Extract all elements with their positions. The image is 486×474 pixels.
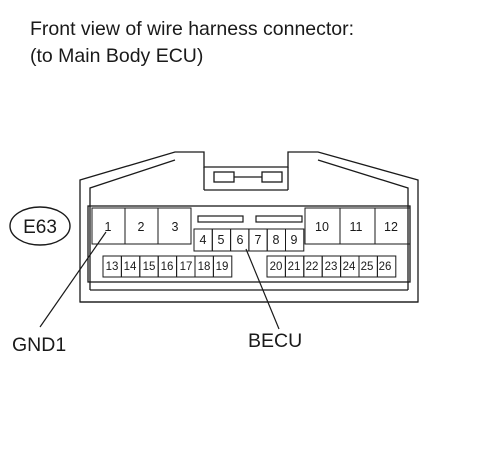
pin-cell-bottom-left-7 <box>212 255 233 278</box>
callout-lines <box>39 231 280 330</box>
becu-leader-line <box>245 248 280 330</box>
caption-line-1: Front view of wire harness connector: <box>30 18 355 40</box>
callout-becu: BECU <box>248 330 302 352</box>
pin-label-11: 11 <box>350 220 363 234</box>
pin-label-5: 5 <box>218 233 225 247</box>
pin-label-13: 13 <box>106 261 119 273</box>
connector-id: E63 <box>23 217 57 238</box>
pin-label-15: 15 <box>143 261 156 273</box>
pin-label-7: 7 <box>255 233 262 247</box>
pin-label-19: 19 <box>216 261 229 273</box>
caption-line-2: (to Main Body ECU) <box>30 45 204 67</box>
pin-cells <box>91 207 411 278</box>
connector-id-badge: E63 <box>9 206 71 246</box>
gnd1-leader-line <box>39 231 107 328</box>
pin-label-9: 9 <box>291 233 298 247</box>
pin-label-18: 18 <box>198 261 211 273</box>
keying-slots <box>197 215 303 223</box>
pin-label-25: 25 <box>361 261 374 273</box>
pin-cell-top-right-3 <box>374 207 411 245</box>
pin-label-26: 26 <box>379 261 392 273</box>
pin-cell-top-left-3 <box>157 207 192 245</box>
pin-label-8: 8 <box>273 233 280 247</box>
pin-label-6: 6 <box>237 233 244 247</box>
pin-cell-bottom-right-7 <box>376 255 397 278</box>
pin-label-14: 14 <box>124 261 137 273</box>
pin-label-12: 12 <box>384 220 398 234</box>
pin-label-2: 2 <box>138 220 145 234</box>
pin-cell-top-mid-6 <box>285 228 305 252</box>
pin-label-16: 16 <box>161 261 174 273</box>
pin-label-3: 3 <box>172 220 179 234</box>
pin-label-22: 22 <box>306 261 319 273</box>
connector-housing <box>79 151 419 303</box>
pin-label-10: 10 <box>315 220 329 234</box>
pin-label-21: 21 <box>288 261 301 273</box>
pin-label-4: 4 <box>200 233 207 247</box>
pin-label-20: 20 <box>270 261 283 273</box>
pin-label-24: 24 <box>343 261 356 273</box>
pin-labels: 1 2 3 4 5 6 7 8 9 10 11 12 13 14 15 16 1… <box>105 220 398 273</box>
pin-label-17: 17 <box>180 261 193 273</box>
pin-label-23: 23 <box>325 261 338 273</box>
pin-label-1: 1 <box>105 220 112 234</box>
callout-gnd1: GND1 <box>12 334 66 356</box>
